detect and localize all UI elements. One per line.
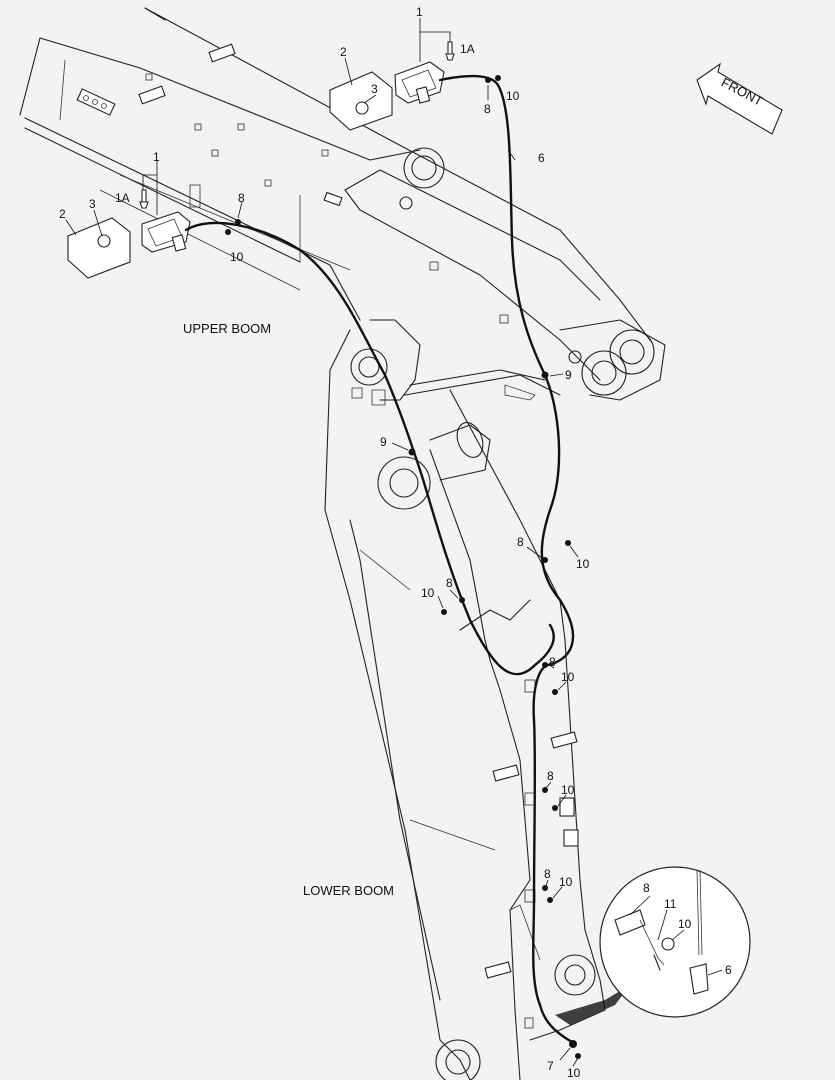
callout-8: 8 [643,881,650,895]
leader-lines [65,18,723,1067]
callout-10: 10 [561,783,575,797]
callout-2: 2 [59,207,66,221]
callout-8: 8 [517,535,524,549]
callout-1a: 1A [115,191,130,205]
callout-10: 10 [576,557,590,571]
callout-10: 10 [567,1066,581,1080]
callout-8: 8 [238,191,245,205]
clamp-detail-view [599,866,751,1018]
callout-8: 8 [484,102,491,116]
callout-1: 1 [153,150,160,164]
lower-boom-structure [324,319,630,1080]
work-lamp-left [67,189,191,279]
callout-10: 10 [421,586,435,600]
callout-8: 8 [547,769,554,783]
callout-6: 6 [538,151,545,165]
callout-1a: 1A [460,42,475,56]
callout-6: 6 [725,963,732,977]
pivot-joint [351,147,666,406]
callout-9: 9 [380,435,387,449]
upper-boom-structure [19,7,651,381]
callout-1: 1 [416,5,423,19]
callout-10: 10 [561,670,575,684]
work-lamp-top [329,41,455,131]
callout-2: 2 [340,45,347,59]
callout-10: 10 [506,89,520,103]
callout-8: 8 [446,576,453,590]
upper-boom-label: UPPER BOOM [183,321,271,336]
callout-10: 10 [559,875,573,889]
callout-8: 8 [544,867,551,881]
callout-11: 11 [664,897,677,911]
callout-7: 7 [547,1059,554,1073]
harness-cable [184,74,575,1044]
callout-3: 3 [89,197,96,211]
callout-numbers: 1 1A 2 3 8 10 6 1 1A 2 3 8 10 9 9 8 10 8… [59,5,732,1080]
cable-clamps [225,75,581,1059]
front-arrow: FRONT [696,62,783,135]
callout-8: 8 [549,655,556,669]
callout-10: 10 [678,917,692,931]
lower-boom-label: LOWER BOOM [303,883,394,898]
callout-3: 3 [371,82,378,96]
callout-10: 10 [230,250,244,264]
callout-9: 9 [565,368,572,382]
